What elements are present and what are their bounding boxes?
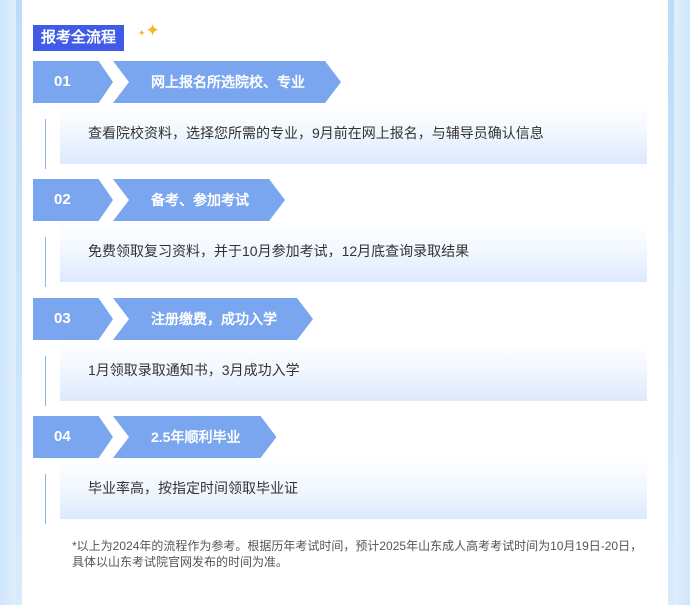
step-number: 01 (33, 61, 113, 103)
footnote: *以上为2024年的流程作为参考。根据历年考试时间，预计2025年山东成人高考考… (72, 539, 643, 569)
step-title: 2.5年顺利毕业 (113, 416, 276, 458)
step-description: 毕业率高，按指定时间领取毕业证 (60, 458, 647, 519)
step-title: 注册缴费，成功入学 (113, 298, 313, 340)
step-title: 备考、参加考试 (113, 179, 285, 221)
step-description: 1月领取录取通知书，3月成功入学 (60, 340, 647, 401)
step-connector-line (45, 474, 46, 524)
step-connector-line (45, 356, 46, 406)
sparkle-icon: ✦✦ (138, 21, 160, 40)
frame-right (668, 0, 674, 605)
step-number: 04 (33, 416, 113, 458)
step-description: 查看院校资料，选择您所需的专业，9月前在网上报名，与辅导员确认信息 (60, 103, 647, 164)
frame-left (16, 0, 22, 605)
step-number: 02 (33, 179, 113, 221)
section-title: 报考全流程 (33, 25, 125, 51)
step-connector-line (45, 237, 46, 287)
step-connector-line (45, 119, 46, 169)
step-number: 03 (33, 298, 113, 340)
step-title: 网上报名所选院校、专业 (113, 61, 341, 103)
step-description: 免费领取复习资料，并于10月参加考试，12月底查询录取结果 (60, 221, 647, 282)
